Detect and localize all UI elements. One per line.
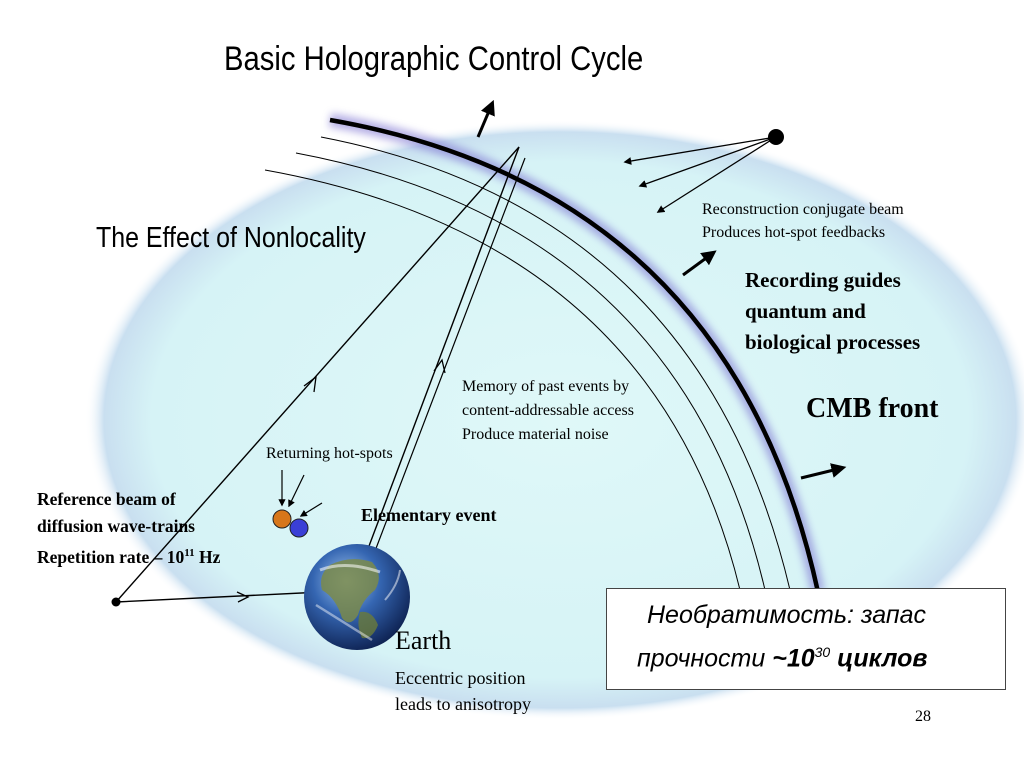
conjugate-ray [623,136,777,165]
memory-line: Memory of past events by [462,378,630,395]
reference-line: Repetition rate – 1011 Hz [37,540,220,571]
reconstruction-line: Reconstruction conjugate beam [702,201,904,218]
reference-rate-exponent: 11 [184,547,195,559]
reference-beam-label: Reference beam of diffusion wave-trains … [37,486,220,571]
beam-arrowhead [433,358,446,374]
beam-arrowhead [236,591,250,603]
returning-hotspots-label: Returning hot-spots [266,445,393,462]
earth-caption-line: Eccentric position [395,668,526,688]
cmb-front-label: CMB front [806,393,939,424]
front-arrow-low [800,463,847,480]
irreversibility-line2: прочности ~1030 циклов [637,644,927,673]
earth-caption-line: leads to anisotropy [395,694,531,714]
wavefront-arc [295,152,766,591]
wavefront-arc [264,169,741,591]
irreversibility-box: Необратимость: запас прочности ~1030 цик… [606,588,1006,690]
conjugate-ray [656,136,777,213]
hotspot-orange [272,509,292,529]
memory-label: Memory of past events by content-address… [462,375,634,447]
cmb-front-arc [329,117,821,593]
front-arrow-top [476,99,495,138]
irreversibility-exponent: 30 [814,644,831,660]
wavefront-arc [320,136,791,591]
recording-line: biological processes [745,330,921,354]
conjugate-ray [638,136,777,188]
earth-caption: Eccentric position leads to anisotropy [395,665,531,717]
earth-ray [356,146,520,579]
hotspot-arrow [299,502,323,517]
memory-line: Produce material noise [462,426,609,443]
reconstruction-line: Produces hot-spot feedbacks [702,224,886,241]
elementary-event-label: Elementary event [361,505,497,525]
irreversibility-line1: Необратимость: запас [647,601,926,629]
hotspot-arrow [288,474,305,508]
slide-title: Basic Holographic Control Cycle [224,40,644,78]
hotspot-blue [289,518,309,538]
recording-line: quantum and [745,299,866,323]
recording-line: Recording guides [745,268,901,292]
front-arrow-mid [682,250,717,277]
irreversibility-value: ~10 [772,644,815,673]
irreversibility-unit: циклов [830,644,928,673]
reference-rate-prefix: Repetition rate – 10 [37,546,185,567]
nonlocality-heading: The Effect of Nonlocality [96,222,366,254]
reconstruction-label: Reconstruction conjugate beam Produces h… [702,198,904,244]
recording-label: Recording guides quantum and biological … [745,265,920,358]
reference-rate-suffix: Hz [194,546,221,567]
beam-arrowhead [303,375,317,393]
reference-line: diffusion wave-trains [37,516,195,536]
reference-beam-up [115,146,520,603]
reference-beam-flat [115,591,323,603]
earth-label: Earth [395,626,452,655]
reference-line: Reference beam of [37,489,176,509]
slide-number: 28 [915,708,931,725]
memory-line: content-addressable access [462,402,634,419]
earth-globe [304,544,410,650]
irreversibility-prefix: прочности [637,644,773,673]
earth-ray [366,157,526,573]
